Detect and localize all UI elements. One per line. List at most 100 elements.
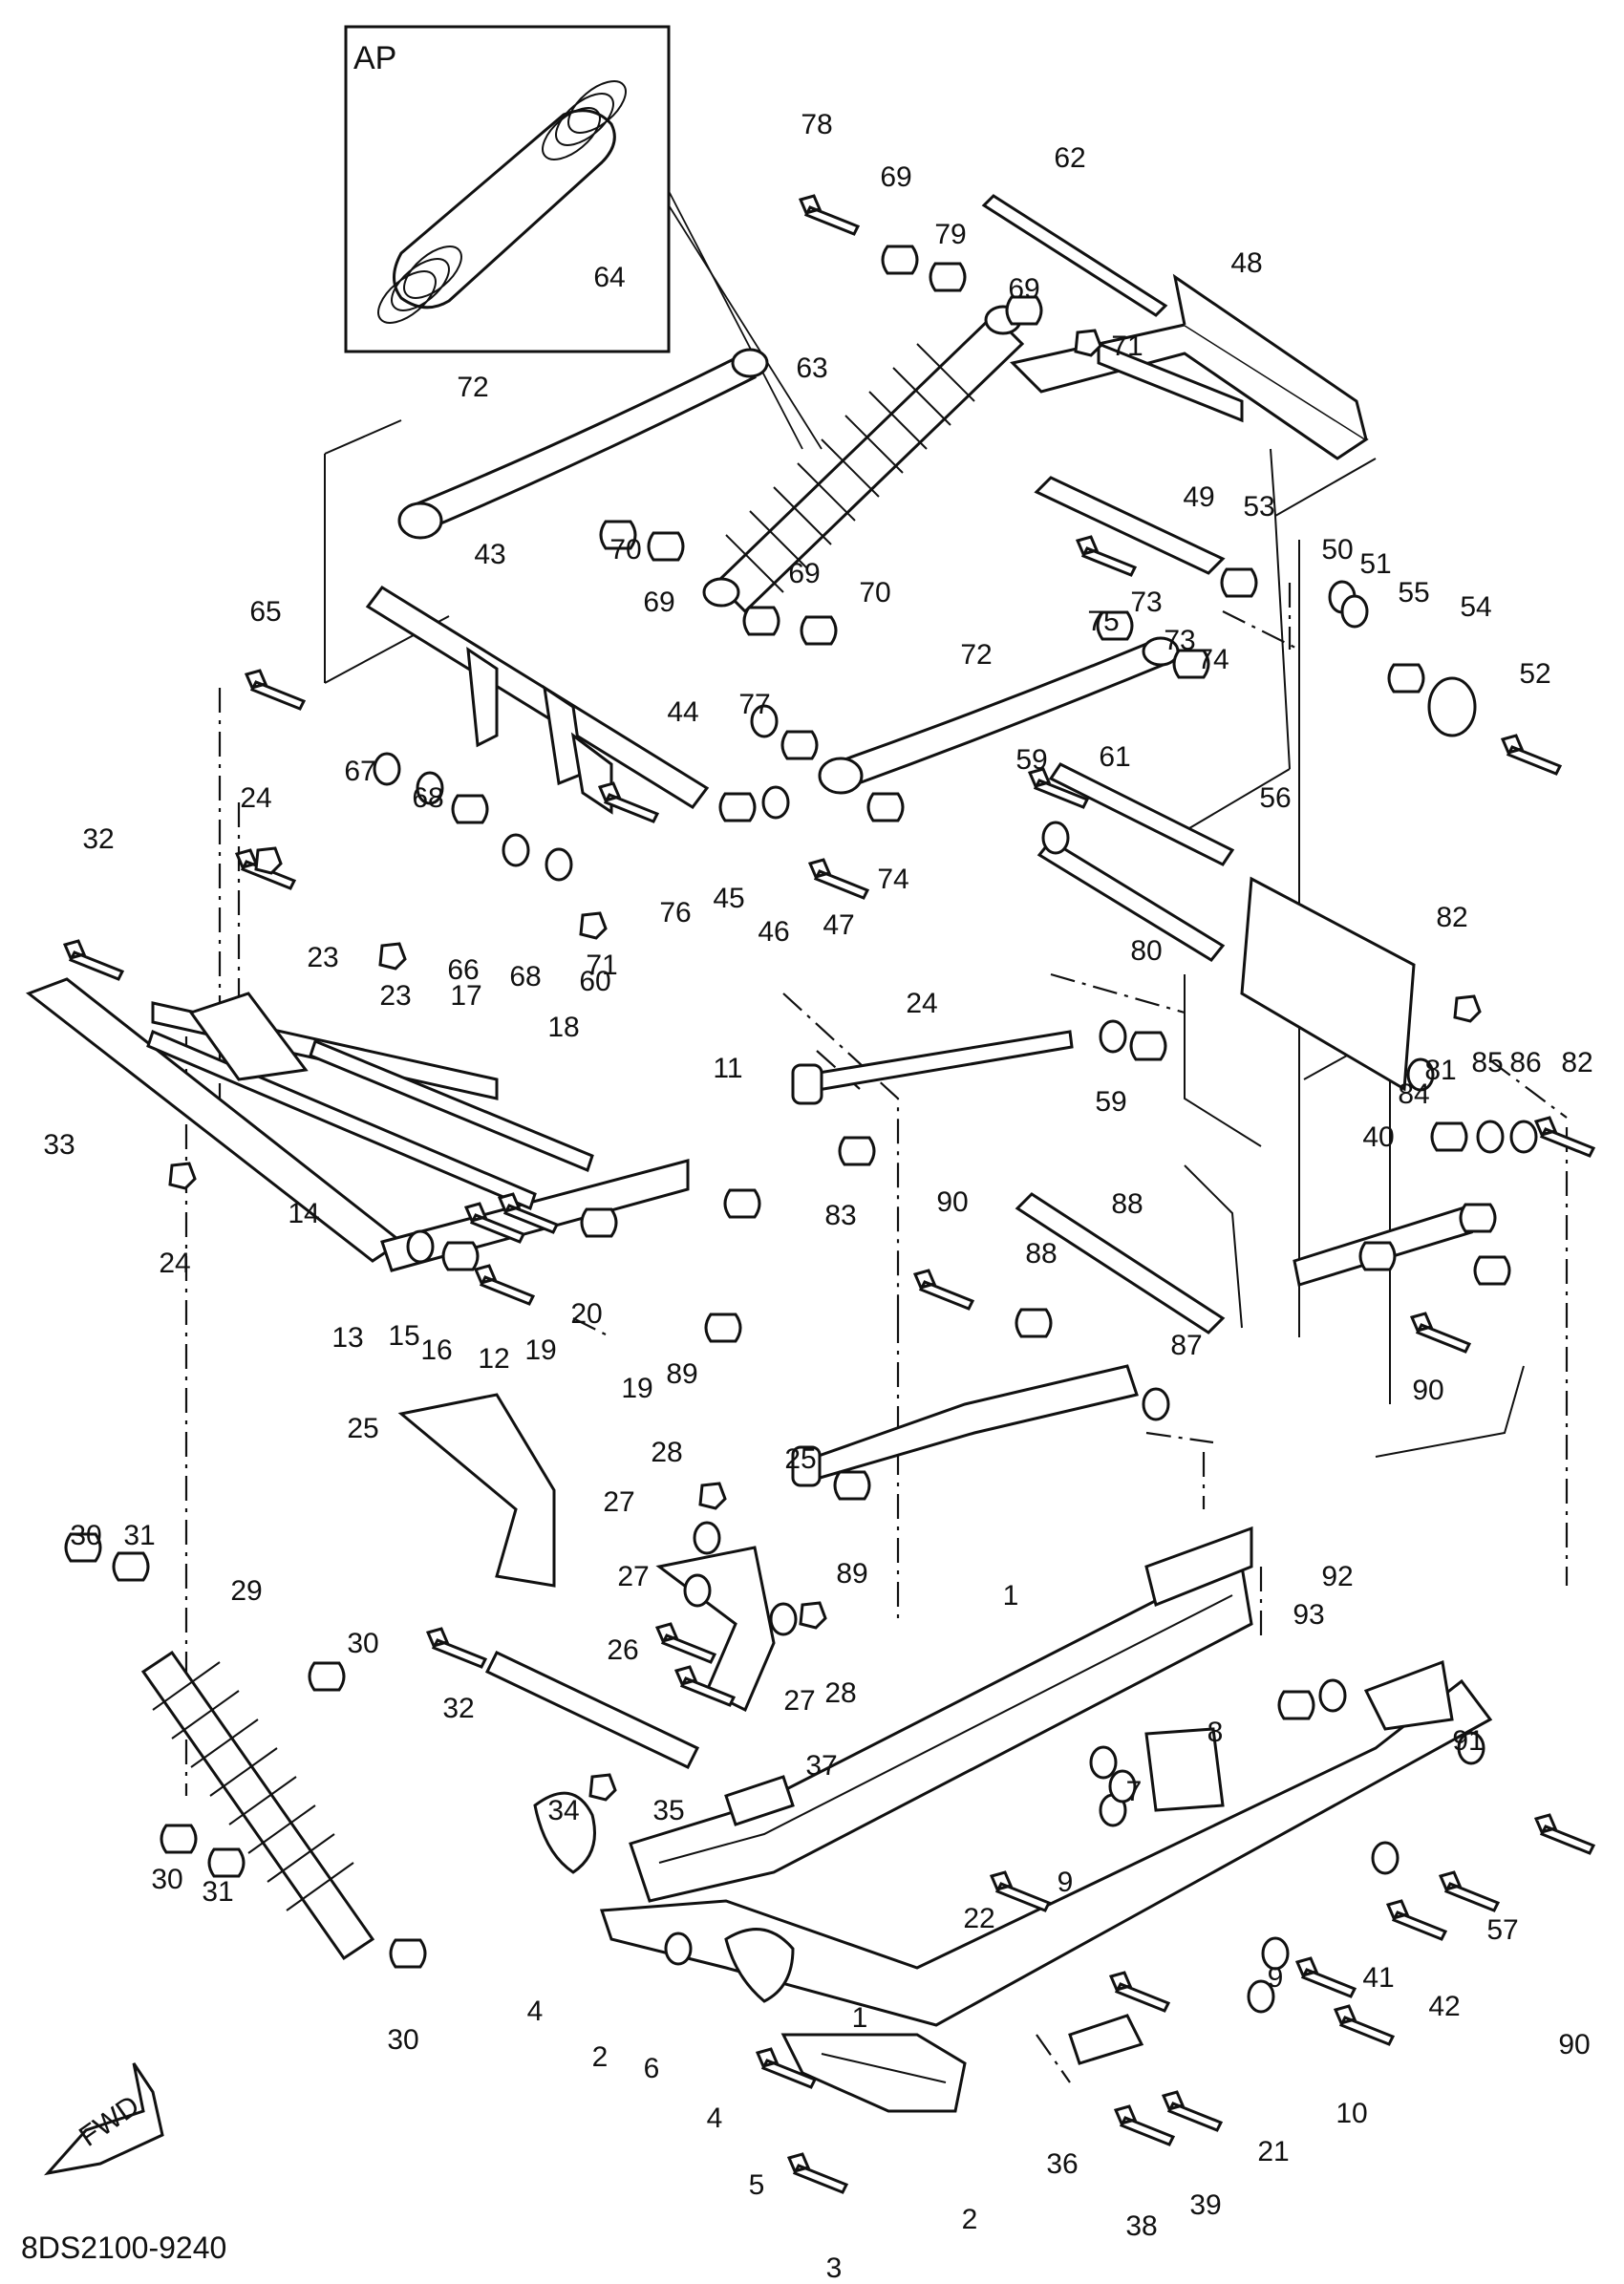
callout-84: 84 xyxy=(1398,1078,1429,1110)
callout-54: 54 xyxy=(1460,591,1491,623)
bolt-icon xyxy=(1438,1870,1501,1912)
callout-59: 59 xyxy=(1015,744,1047,776)
callout-9: 9 xyxy=(1268,1962,1284,1994)
callout-24: 24 xyxy=(906,988,937,1019)
axle-49-icon xyxy=(1034,476,1226,575)
callout-17: 17 xyxy=(450,980,481,1012)
callout-2: 2 xyxy=(962,2204,978,2235)
gaiter-boot-icon xyxy=(377,80,627,324)
callout-87: 87 xyxy=(1170,1330,1202,1361)
rear-shock-29-icon xyxy=(140,1650,375,1961)
callout-49: 49 xyxy=(1183,481,1214,513)
bolt-icon xyxy=(989,1870,1052,1912)
washer-icon xyxy=(406,1229,435,1264)
bolt-icon xyxy=(786,2152,849,2194)
bolt-icon xyxy=(244,669,307,711)
washer-icon xyxy=(1089,1745,1118,1780)
callout-31: 31 xyxy=(123,1520,155,1551)
collar-icon xyxy=(207,1847,246,1878)
bracket-56-icon xyxy=(1240,876,1416,1092)
callout-70: 70 xyxy=(859,577,890,608)
callout-19: 19 xyxy=(524,1334,556,1366)
bracket-25-upper-icon xyxy=(397,1393,556,1588)
collar-icon xyxy=(441,1241,480,1271)
washer-icon xyxy=(416,771,444,805)
washer-icon xyxy=(1457,1731,1485,1765)
shaft-35-icon xyxy=(484,1651,700,1769)
callout-85: 85 xyxy=(1471,1047,1503,1078)
callout-53: 53 xyxy=(1243,491,1274,523)
callout-31: 31 xyxy=(202,1876,233,1908)
shaft-40-icon xyxy=(1015,1192,1226,1334)
callout-39: 39 xyxy=(1189,2189,1221,2221)
callout-4: 4 xyxy=(707,2103,723,2134)
collar-icon xyxy=(1096,610,1134,641)
callout-65: 65 xyxy=(249,596,281,628)
callout-34: 34 xyxy=(547,1795,579,1826)
callout-32: 32 xyxy=(82,823,114,855)
callout-6: 6 xyxy=(644,2053,660,2084)
collar-icon xyxy=(1387,663,1425,694)
callout-73: 73 xyxy=(1164,625,1195,656)
callout-1: 1 xyxy=(852,2002,868,2034)
bolt-icon xyxy=(1533,1813,1596,1855)
callout-74: 74 xyxy=(1197,644,1229,675)
callout-8: 8 xyxy=(1207,1717,1224,1748)
bolt-icon xyxy=(755,2047,818,2089)
callout-91: 91 xyxy=(1452,1725,1484,1757)
callout-72: 72 xyxy=(960,639,992,671)
bolt-icon xyxy=(463,1202,526,1244)
callout-23: 23 xyxy=(379,980,411,1012)
callout-4: 4 xyxy=(527,1996,544,2027)
callout-73: 73 xyxy=(1130,587,1162,618)
washer-icon xyxy=(373,752,401,786)
callout-23: 23 xyxy=(307,942,338,973)
bolt-61-icon xyxy=(1048,762,1235,866)
collar-icon xyxy=(1220,567,1258,598)
callout-7: 7 xyxy=(1126,1776,1143,1807)
washer-icon xyxy=(1509,1120,1538,1154)
callout-78: 78 xyxy=(801,109,832,140)
collar-icon xyxy=(1172,649,1210,679)
callout-16: 16 xyxy=(420,1334,452,1366)
washer-icon xyxy=(1041,821,1070,855)
callout-71: 71 xyxy=(586,950,617,981)
nut-icon xyxy=(698,1482,727,1510)
collar-icon xyxy=(780,730,819,760)
callout-27: 27 xyxy=(783,1685,815,1717)
callout-24: 24 xyxy=(240,782,271,814)
collar-icon xyxy=(1459,1203,1497,1233)
callout-81: 81 xyxy=(1424,1055,1456,1086)
callout-90: 90 xyxy=(936,1186,968,1218)
callout-68: 68 xyxy=(412,782,443,814)
callout-88: 88 xyxy=(1025,1238,1057,1270)
callout-74: 74 xyxy=(877,864,908,895)
collar-icon xyxy=(64,1532,102,1563)
bolt-icon xyxy=(654,1622,717,1664)
washer-icon xyxy=(761,785,790,820)
collar-icon xyxy=(723,1188,761,1219)
bolt-icon xyxy=(1108,1971,1171,2013)
bolt-icon xyxy=(1161,2090,1224,2132)
callout-42: 42 xyxy=(1428,1991,1460,2022)
washer-icon xyxy=(1142,1387,1170,1421)
callout-75: 75 xyxy=(1087,606,1119,637)
bolt-icon xyxy=(473,1264,536,1306)
bolt-icon xyxy=(807,858,870,900)
callout-28: 28 xyxy=(651,1437,682,1468)
collar-icon xyxy=(1358,1241,1397,1271)
bolt-icon xyxy=(1333,2004,1396,2046)
washer-icon xyxy=(664,1932,693,1966)
bracket-37-icon xyxy=(724,1775,795,1826)
washer-icon xyxy=(1476,1120,1505,1154)
collar-icon xyxy=(1430,1121,1468,1152)
shaft-58-icon xyxy=(1036,839,1226,962)
washer-icon xyxy=(683,1573,712,1608)
washer-icon xyxy=(1318,1678,1347,1713)
callout-82: 82 xyxy=(1561,1047,1592,1078)
collar-icon xyxy=(866,792,905,822)
callout-3: 3 xyxy=(826,2252,843,2284)
collar-icon xyxy=(838,1136,876,1166)
callout-22: 22 xyxy=(963,1903,994,1934)
collar-icon xyxy=(308,1661,346,1692)
